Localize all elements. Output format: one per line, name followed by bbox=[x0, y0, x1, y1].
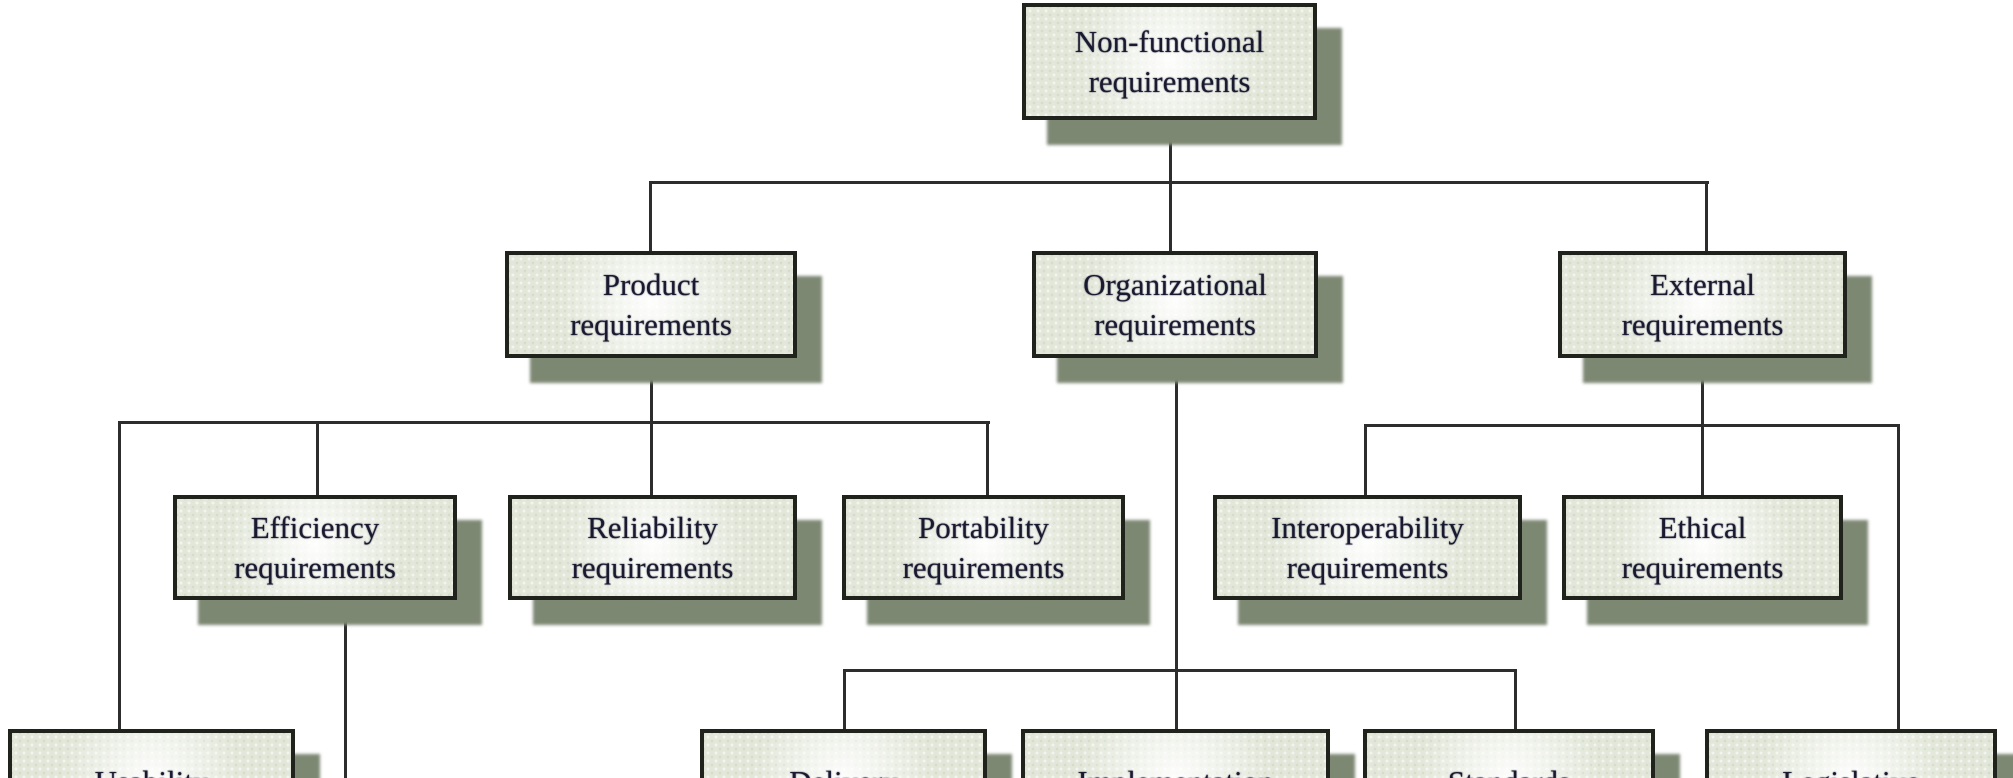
connector-drop-standards bbox=[1514, 669, 1517, 730]
connector-external-rail bbox=[1364, 424, 1900, 427]
node-label-line2: requirements bbox=[570, 306, 732, 342]
node-label-line1: Legislative bbox=[1782, 762, 1920, 778]
node-standards: Standards bbox=[1363, 729, 1655, 778]
connector-efficiency-children bbox=[344, 598, 347, 778]
node-portability-requirements: Portability requirements bbox=[842, 495, 1125, 600]
node-delivery: Delivery bbox=[700, 729, 987, 778]
node-ethical-requirements: Ethical requirements bbox=[1562, 495, 1843, 600]
node-label-line1: Non-functional bbox=[1074, 23, 1265, 59]
connector-drop-external bbox=[1705, 181, 1708, 253]
node-legislative: Legislative bbox=[1705, 729, 1997, 778]
connector-drop-delivery bbox=[843, 669, 846, 730]
node-label-line2: requirements bbox=[1621, 306, 1784, 342]
connector-drop-product bbox=[649, 181, 652, 253]
node-reliability-requirements: Reliability requirements bbox=[508, 495, 797, 600]
node-label-line2: requirements bbox=[1094, 306, 1256, 342]
connector-root-to-organizational bbox=[1169, 118, 1172, 253]
connector-drop-usability bbox=[118, 421, 121, 730]
node-label-line2: requirements bbox=[234, 549, 396, 585]
node-label-line2: requirements bbox=[571, 549, 734, 585]
node-label-line1: Portability bbox=[918, 509, 1049, 545]
connector-product-rail bbox=[118, 421, 990, 424]
node-efficiency-requirements: Efficiency requirements bbox=[173, 495, 457, 600]
node-label-line1: Efficiency bbox=[250, 509, 380, 545]
node-implementation: Implementation bbox=[1021, 729, 1330, 778]
connector-drop-interoperability bbox=[1364, 424, 1367, 497]
connector-drop-efficiency bbox=[316, 421, 319, 497]
node-label-line1: Organizational bbox=[1083, 266, 1267, 302]
node-label-line2: requirements bbox=[1286, 549, 1449, 585]
node-label-line1: Implementation bbox=[1077, 762, 1273, 778]
connector-drop-legislative bbox=[1897, 424, 1900, 730]
connector-drop-portability bbox=[986, 421, 989, 497]
node-organizational-requirements: Organizational requirements bbox=[1032, 251, 1318, 358]
node-label-line1: Standards bbox=[1448, 762, 1570, 778]
node-label-line2: requirements bbox=[1621, 549, 1784, 585]
node-label-line1: External bbox=[1649, 266, 1755, 302]
node-label-line1: Reliability bbox=[587, 509, 718, 545]
node-product-requirements: Product requirements bbox=[505, 251, 797, 358]
node-label-line1: Usability bbox=[95, 762, 209, 778]
node-external-requirements: External requirements bbox=[1558, 251, 1847, 358]
node-label-line1: Interoperability bbox=[1271, 509, 1464, 545]
node-label-line1: Product bbox=[602, 266, 700, 302]
node-non-functional-requirements: Non-functional requirements bbox=[1022, 3, 1317, 120]
node-usability: Usability bbox=[8, 729, 295, 778]
connector-organizational-rail bbox=[843, 669, 1517, 672]
node-label-line1: Ethical bbox=[1658, 509, 1747, 545]
node-label-line2: requirements bbox=[1088, 63, 1251, 99]
connector-organizational-to-implementation bbox=[1175, 356, 1178, 730]
node-label-line2: requirements bbox=[902, 549, 1065, 585]
node-label-line1: Delivery bbox=[789, 762, 897, 778]
node-interoperability-requirements: Interoperability requirements bbox=[1213, 495, 1522, 600]
connector-level1-rail bbox=[650, 181, 1709, 184]
connector-product-to-reliability bbox=[650, 356, 653, 497]
